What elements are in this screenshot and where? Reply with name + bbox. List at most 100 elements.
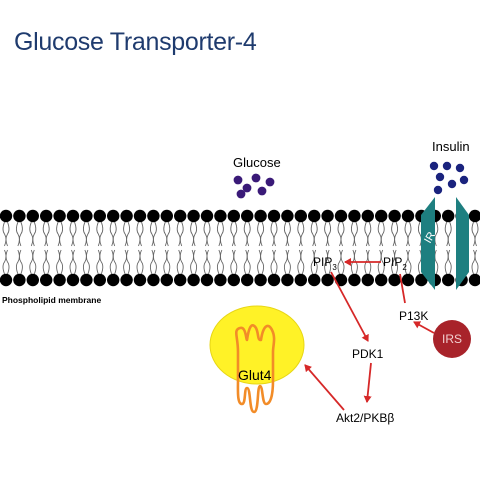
lipid-tail [404, 221, 409, 247]
lipid-tail [219, 249, 224, 275]
lipid-tail [337, 221, 342, 247]
insulin-molecule [433, 185, 443, 195]
irs-label: IRS [442, 332, 462, 346]
glut4-label: Glut4 [238, 367, 272, 383]
lipid-tail [243, 221, 248, 247]
lipid-tail [18, 249, 23, 275]
lipid-head [321, 273, 334, 287]
glucose-molecule [236, 189, 246, 199]
lipid-tail [394, 249, 399, 275]
lipid-tail [69, 249, 74, 275]
lipid-tail [109, 221, 114, 247]
pdk1-label: PDK1 [352, 347, 384, 361]
lipid-tail [206, 221, 211, 247]
lipid-tail [15, 249, 20, 275]
lipid-tail [45, 221, 50, 247]
lipid-tail [434, 221, 439, 247]
irs-circle [433, 320, 471, 358]
arrow-pdk1-to-akt2 [363, 362, 372, 403]
insulin-molecule [435, 172, 445, 182]
receptor-label: IR [422, 230, 438, 246]
lipid-head [415, 273, 428, 287]
glucose-molecule [257, 186, 267, 196]
lipid-head [120, 273, 133, 287]
lipid-tail [152, 249, 157, 275]
glut4-transporter [234, 324, 276, 414]
lipid-tail [139, 221, 144, 247]
lipid-head [53, 273, 66, 287]
lipid-tail [447, 249, 452, 275]
lipid-tail [273, 221, 278, 247]
lipid-tail [417, 221, 422, 247]
lipid-head [26, 209, 39, 223]
lipid-tail [112, 221, 117, 247]
lipid-tail [447, 221, 452, 247]
lipid-tail [391, 221, 396, 247]
lipid-tail [407, 249, 412, 275]
lipid-head [187, 209, 200, 223]
lipid-tail [471, 221, 476, 247]
lipid-tail [340, 249, 345, 275]
insulin-receptor: IR [421, 197, 469, 290]
lipid-head [442, 273, 455, 287]
lipid-head [66, 209, 80, 223]
glucose-label: Glucose [233, 155, 281, 170]
lipid-head [388, 209, 401, 223]
lipid-tail [260, 221, 265, 247]
lipid-head [227, 209, 240, 223]
lipid-head [375, 209, 388, 223]
lipid-tail [297, 221, 302, 247]
lipid-tail [260, 249, 265, 275]
lipid-head [120, 209, 133, 223]
vesicle [209, 305, 305, 385]
lipid-tail [270, 249, 275, 275]
lipid-head [294, 273, 307, 287]
lipid-tail [166, 221, 171, 247]
lipid-tail [417, 249, 422, 275]
lipid-tail [434, 249, 439, 275]
insulin-label: Insulin [432, 139, 470, 154]
lipid-tail [286, 249, 291, 275]
lipid-tail [29, 249, 34, 275]
lipid-tail [2, 221, 7, 247]
lipid-tail [313, 249, 318, 275]
lipid-head [468, 209, 480, 223]
lipid-tail [163, 221, 168, 247]
insulin-molecule [442, 161, 452, 171]
lipid-tail [176, 221, 181, 247]
lipid-tail [380, 249, 385, 275]
lipid-head [66, 273, 80, 287]
lipid-head [361, 209, 374, 223]
lipid-tail [297, 249, 302, 275]
lipid-tail [377, 221, 382, 247]
lipid-tail [313, 221, 318, 247]
lipid-tail [32, 249, 37, 275]
lipid-tail [123, 221, 128, 247]
lipid-tail [136, 221, 141, 247]
lipid-head [26, 273, 39, 287]
lipid-tail [283, 249, 288, 275]
lipid-head [200, 209, 214, 223]
glucose-molecule [242, 183, 252, 193]
lipid-tail [2, 249, 7, 275]
lipid-tail [300, 221, 305, 247]
lipid-tail [82, 249, 87, 275]
lipid-head [93, 273, 107, 287]
lipid-tail [32, 221, 37, 247]
lipid-tail [206, 249, 211, 275]
lipid-head [160, 273, 173, 287]
lipid-head [281, 273, 294, 287]
lipid-head [80, 273, 93, 287]
receptor-right-subunit [456, 197, 469, 290]
lipid-tail [99, 221, 104, 247]
lipid-tail [152, 221, 157, 247]
lipid-tail [327, 221, 332, 247]
lipid-tail [246, 221, 251, 247]
lipid-tail [176, 249, 181, 275]
lipid-tail [5, 221, 10, 247]
lipid-head [107, 273, 120, 287]
lipid-head [40, 273, 53, 287]
lipid-head [348, 273, 361, 287]
